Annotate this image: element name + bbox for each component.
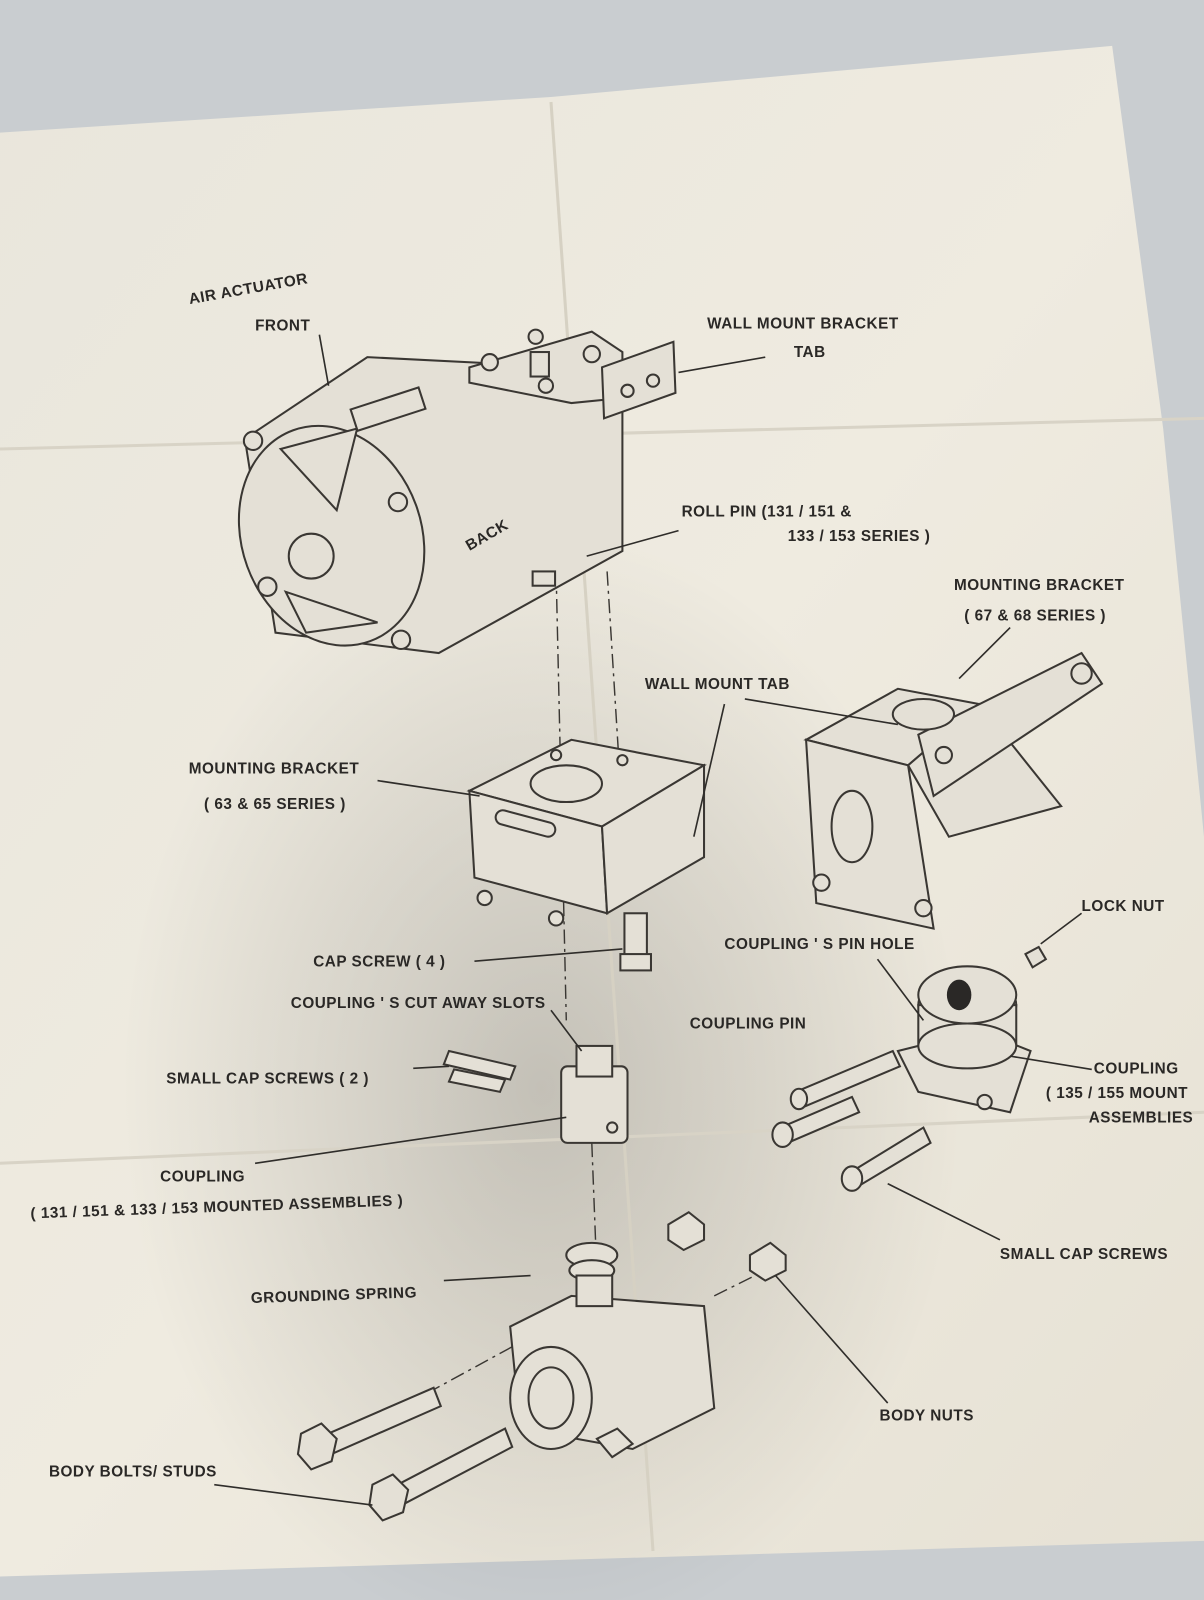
roll-pin-series-label: 133 / 153 SERIES ) <box>788 528 931 545</box>
cap-screw-label: CAP SCREW ( 4 ) <box>313 953 445 970</box>
mounting-bracket-67-label: MOUNTING BRACKET <box>954 577 1125 594</box>
coupling-pin-hole-label: COUPLING ' S PIN HOLE <box>724 936 914 953</box>
mounting-bracket-67-68 <box>803 651 1104 930</box>
roll-pin-label: ROLL PIN (131 / 151 & <box>682 503 852 520</box>
wall-mount-bracket-tab <box>600 340 677 420</box>
leader-line <box>413 1065 449 1070</box>
leader-line <box>318 334 330 386</box>
coupling-135-155 <box>896 945 1048 1114</box>
mounting-bracket-63-series-label: ( 63 & 65 SERIES ) <box>204 796 346 813</box>
wall-mount-bracket-label: WALL MOUNT BRACKET <box>707 316 899 333</box>
coupling-right-series-label: ( 135 / 155 MOUNT <box>1046 1085 1188 1102</box>
coupling-pin-label: COUPLING PIN <box>690 1016 807 1033</box>
front-label: FRONT <box>255 318 310 335</box>
leader-line <box>1010 1055 1092 1071</box>
air-actuator: BACK <box>237 328 677 655</box>
leader-line <box>254 1116 567 1165</box>
leader-line <box>214 1483 373 1506</box>
mounting-bracket-67-series-label: ( 67 & 68 SERIES ) <box>964 607 1106 624</box>
center-line <box>305 1336 531 1460</box>
tab-label: TAB <box>794 344 826 361</box>
leader-line <box>377 779 480 797</box>
leader-line <box>550 1009 583 1052</box>
coupling-cut-away-label: COUPLING ' S CUT AWAY SLOTS <box>291 995 546 1012</box>
leader-line <box>876 958 925 1021</box>
mounting-bracket-63-label: MOUNTING BRACKET <box>189 760 360 777</box>
leader-line <box>586 529 679 557</box>
grounding-spring-label: GROUNDING SPRING <box>251 1284 418 1307</box>
ball-valve <box>509 1211 787 1459</box>
small-cap-screw-right <box>771 1095 932 1192</box>
leader-line <box>887 1182 1001 1241</box>
wall-mount-tab-label: WALL MOUNT TAB <box>645 676 790 693</box>
leader-line <box>474 948 623 963</box>
leader-line <box>693 703 726 837</box>
small-cap-screws-2-label: SMALL CAP SCREWS ( 2 ) <box>166 1071 369 1088</box>
actuator-logo <box>349 386 427 433</box>
body-nuts-label: BODY NUTS <box>880 1407 974 1424</box>
body-nut <box>667 1211 706 1252</box>
wall-mount-tab <box>917 651 1104 798</box>
small-cap-screws-label: SMALL CAP SCREWS <box>1000 1246 1168 1263</box>
body-nut <box>748 1241 787 1282</box>
lock-nut-label: LOCK NUT <box>1082 898 1165 915</box>
leader-line <box>678 356 766 374</box>
body-bolts <box>296 1386 514 1522</box>
leader-line <box>443 1274 531 1282</box>
leader-line <box>774 1274 889 1404</box>
coupling-left-label: COUPLING <box>160 1169 245 1186</box>
coupling-right-assemblies-label: ASSEMBLIES <box>1089 1109 1194 1126</box>
coupling-pin <box>789 1049 902 1111</box>
cap-screw <box>619 912 652 972</box>
leader-line <box>958 626 1011 680</box>
body-bolts-label: BODY BOLTS/ STUDS <box>49 1464 217 1481</box>
coupling-right-label: COUPLING <box>1094 1060 1179 1077</box>
coupling-131-151 <box>442 1044 629 1144</box>
mounting-bracket-63-65 <box>466 738 707 927</box>
leader-line <box>1040 912 1083 945</box>
leader-line <box>744 698 899 726</box>
